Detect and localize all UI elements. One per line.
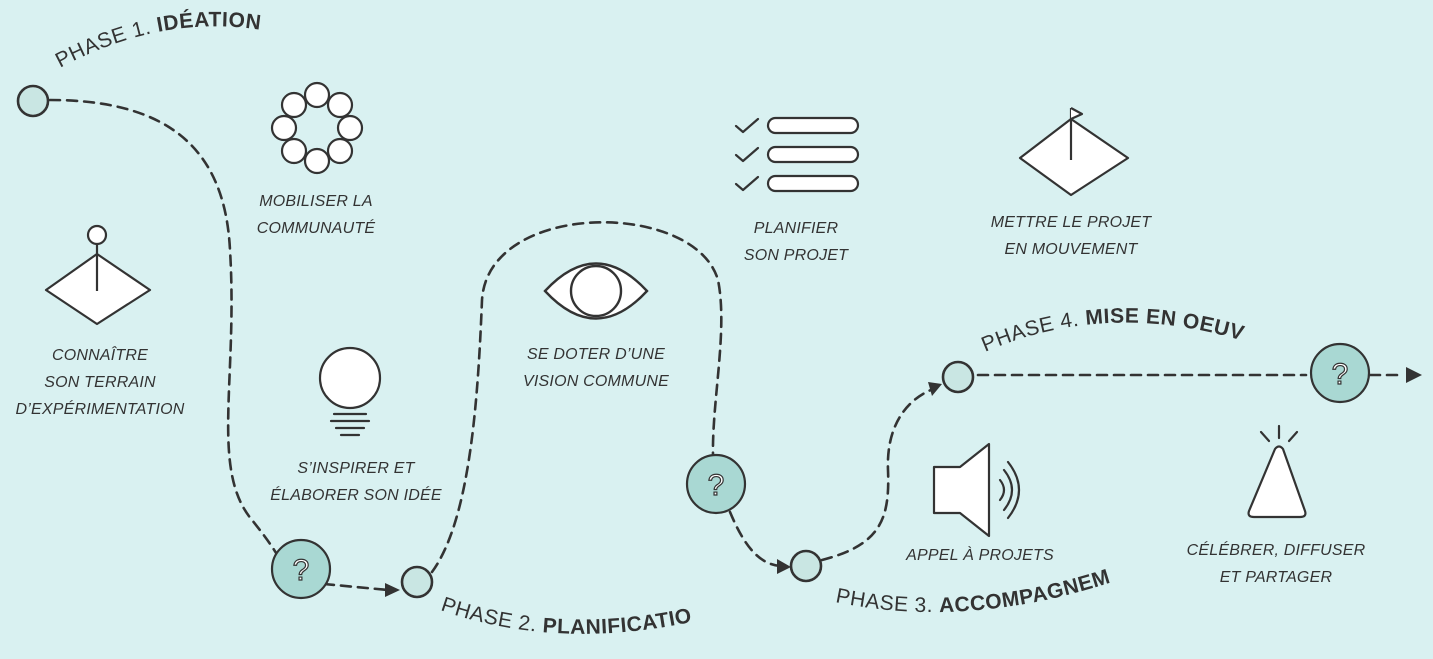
map-pin-terrain-icon	[44, 224, 152, 326]
step-communaute-label: MOBILISER LA COMMUNAUTÉ	[236, 188, 396, 242]
step-communaute-line-1: MOBILISER LA	[259, 193, 373, 210]
question-node: ?	[270, 538, 332, 600]
eye-icon	[543, 262, 649, 320]
phase2-node	[400, 565, 434, 599]
step-appel-line-1: APPEL À PROJETS	[906, 547, 1054, 564]
journey-path	[48, 98, 1404, 592]
phase-3-title: PHASE 3. ACCOMPAGNEMENT	[0, 0, 1112, 617]
start-node	[16, 84, 50, 118]
step-celebrer-label: CÉLÉBRER, DIFFUSER ET PARTAGER	[1176, 537, 1376, 591]
svg-text:?: ?	[1332, 358, 1349, 391]
step-mouvement-label: METTRE LE PROJET EN MOUVEMENT	[990, 209, 1152, 263]
community-ring-icon	[270, 81, 364, 175]
step-terrain-line-2: SON TERRAIN	[44, 374, 156, 391]
step-vision-line-1: SE DOTER D’UNE	[527, 346, 665, 363]
celebration-triangle-icon	[1247, 424, 1307, 519]
step-terrain-line-3: D’EXPÉRIMENTATION	[15, 401, 185, 418]
speaker-icon	[932, 442, 1020, 538]
arrow-head	[928, 382, 942, 396]
svg-text:?: ?	[293, 554, 310, 587]
arrow-head	[777, 559, 791, 574]
step-planifier-label: PLANIFIER SON PROJET	[726, 215, 866, 269]
step-mouvement-line-1: METTRE LE PROJET	[990, 214, 1152, 231]
step-appel-label: APPEL À PROJETS	[890, 542, 1070, 569]
phase4-node	[941, 360, 975, 394]
phase-1-title: PHASE 1. IDÉATION	[52, 8, 263, 72]
step-celebrer-line-1: CÉLÉBRER, DIFFUSER	[1186, 542, 1366, 559]
step-inspirer-line-2: ÉLABORER SON IDÉE	[270, 487, 442, 504]
light-bulb-icon	[318, 346, 382, 437]
step-communaute-line-2: COMMUNAUTÉ	[256, 220, 376, 237]
arrow-head	[385, 583, 400, 597]
step-vision-line-2: VISION COMMUNE	[523, 373, 669, 390]
flag-terrain-icon	[1018, 107, 1130, 197]
step-vision-label: SE DOTER D’UNE VISION COMMUNE	[510, 341, 682, 395]
step-planifier-line-1: PLANIFIER	[753, 220, 839, 237]
checklist-icon	[734, 116, 860, 193]
question-node: ?	[685, 453, 747, 515]
step-inspirer-line-1: S’INSPIRER ET	[297, 460, 415, 477]
svg-text:?: ?	[708, 469, 725, 502]
question-node: ?	[1309, 342, 1371, 404]
arrow-head	[1406, 367, 1422, 383]
step-mouvement-line-2: EN MOUVEMENT	[1004, 241, 1138, 258]
step-planifier-line-2: SON PROJET	[743, 247, 849, 264]
step-celebrer-line-2: ET PARTAGER	[1219, 569, 1333, 586]
phase3-node	[789, 549, 823, 583]
step-inspirer-label: S’INSPIRER ET ÉLABORER SON IDÉE	[270, 455, 442, 509]
step-terrain-label: CONNAÎTRE SON TERRAIN D’EXPÉRIMENTATION	[0, 342, 200, 423]
step-terrain-line-1: CONNAÎTRE	[51, 347, 149, 364]
